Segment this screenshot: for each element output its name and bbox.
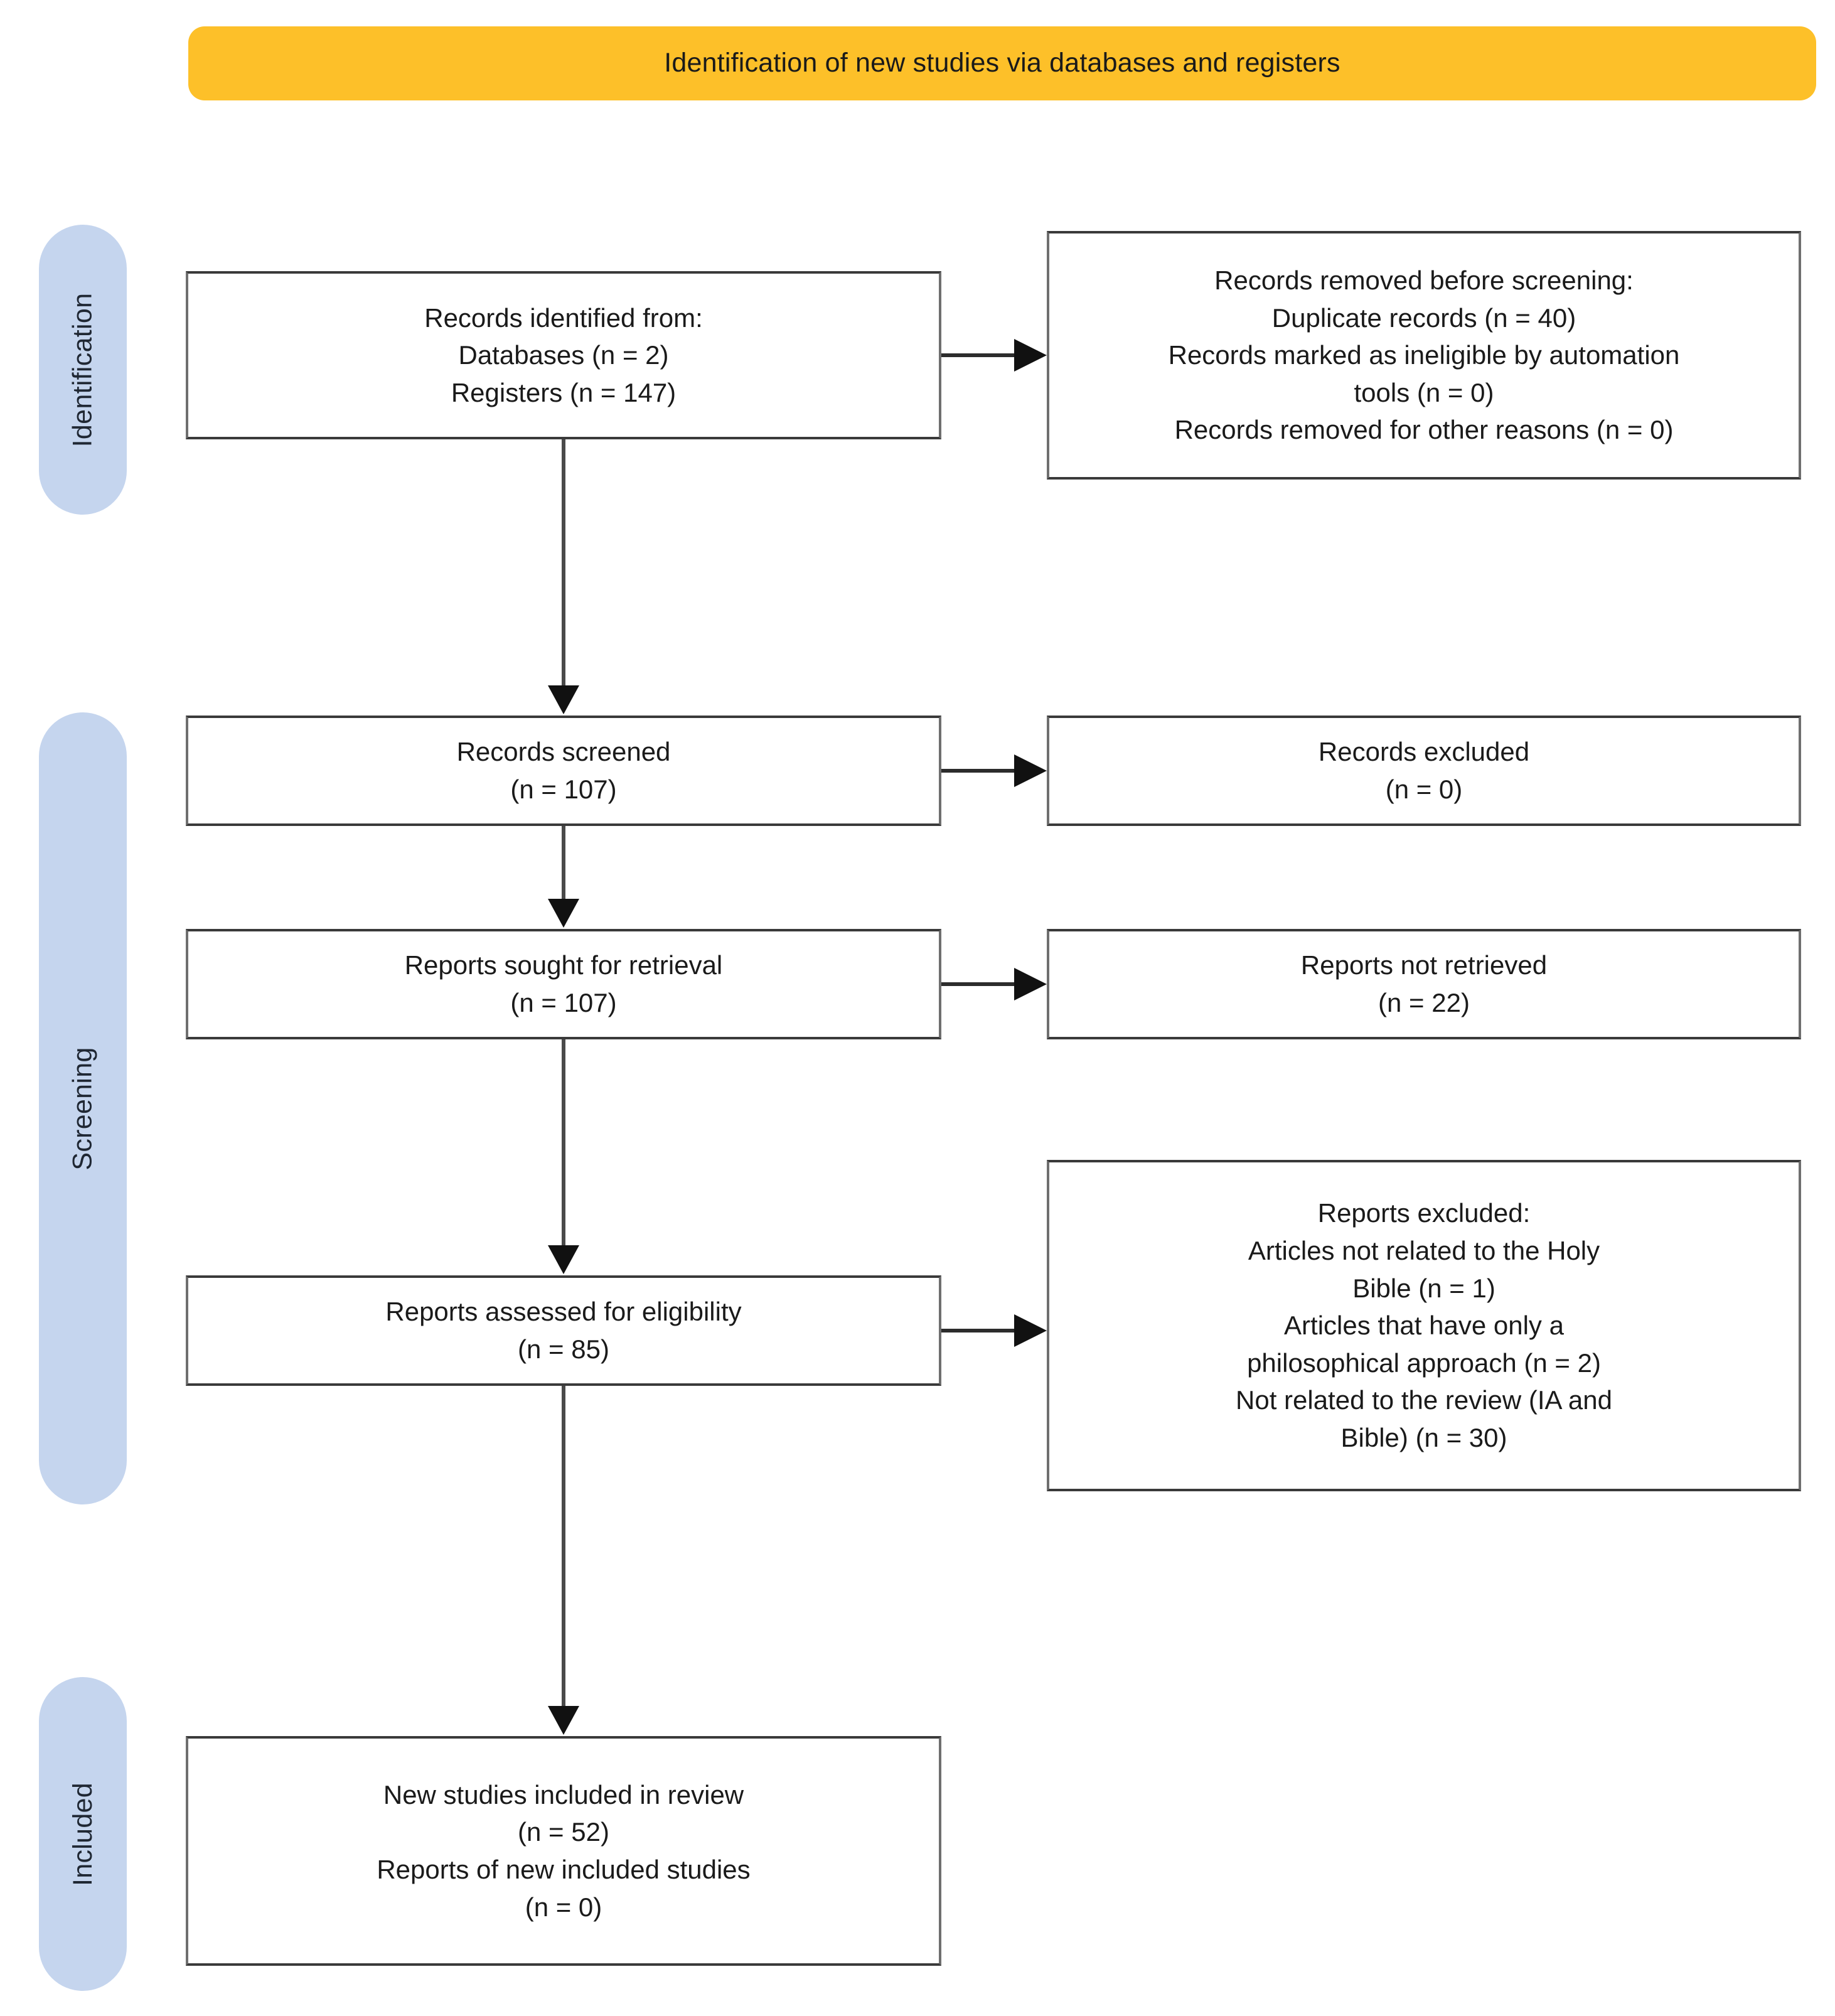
box-line: New studies included in review (383, 1779, 744, 1810)
box-line: Duplicate records (n = 40) (1271, 303, 1576, 333)
box-line: Registers (n = 147) (451, 377, 677, 407)
box-line: Reports of new included studies (377, 1855, 751, 1884)
stage-label-included: Included (67, 1782, 98, 1886)
connector-shaft (941, 769, 1018, 773)
box-records-screened: Records screened (n = 107) (186, 716, 941, 826)
box-reports-sought-for-retrieval: Reports sought for retrieval (n = 107) (186, 929, 941, 1039)
stage-label-screening: Screening (67, 1046, 98, 1171)
box-line: Records identified from: (424, 303, 703, 333)
connector-shaft (562, 439, 565, 688)
box-line: tools (n = 0) (1354, 377, 1494, 407)
connector-screened-to-sought (548, 826, 579, 929)
connector-identified-to-screened (548, 439, 579, 716)
diagram-title: Identification of new studies via databa… (664, 48, 1340, 78)
box-line: Reports sought for retrieval (404, 950, 723, 980)
box-reports-assessed-for-eligibility: Reports assessed for eligibility (n = 85… (186, 1275, 941, 1386)
stage-label-identification: Identification (67, 292, 98, 447)
connector-shaft (562, 1039, 565, 1248)
arrow-head-down-icon (548, 685, 579, 714)
box-records-removed-before-screening: Records removed before screening: Duplic… (1047, 231, 1801, 480)
box-line: Bible (n = 1) (1352, 1273, 1495, 1303)
arrow-head-down-icon (548, 899, 579, 928)
arrow-head-right-icon (1014, 339, 1047, 372)
box-records-identified: Records identified from: Databases (n = … (186, 271, 941, 439)
box-line: (n = 52) (518, 1817, 609, 1847)
box-line: Reports assessed for eligibility (385, 1297, 742, 1327)
box-line: Records excluded (1318, 737, 1530, 767)
arrow-head-down-icon (548, 1245, 579, 1274)
connector-screened-to-excluded (941, 754, 1047, 787)
box-line: Reports not retrieved (1300, 950, 1548, 980)
connector-assessed-to-reports-excluded (941, 1314, 1047, 1347)
box-line: philosophical approach (n = 2) (1247, 1348, 1601, 1378)
box-line: Articles not related to the Holy (1248, 1235, 1600, 1265)
box-records-excluded: Records excluded (n = 0) (1047, 716, 1801, 826)
connector-shaft (941, 1329, 1018, 1332)
connector-sought-to-not-retrieved (941, 968, 1047, 1000)
connector-shaft (562, 1386, 565, 1708)
box-line: (n = 107) (510, 988, 617, 1017)
box-line: (n = 0) (1385, 775, 1463, 804)
box-line: Records removed before screening: (1214, 265, 1634, 295)
box-reports-excluded: Reports excluded: Articles not related t… (1047, 1160, 1801, 1491)
diagram-header-banner: Identification of new studies via databa… (188, 26, 1816, 100)
box-line: Databases (n = 2) (458, 340, 669, 370)
arrow-head-down-icon (548, 1706, 579, 1735)
arrow-head-right-icon (1014, 1314, 1047, 1347)
stage-pill-included: Included (39, 1677, 127, 1991)
box-line: (n = 0) (525, 1892, 602, 1922)
box-line: Bible) (n = 30) (1340, 1423, 1507, 1453)
connector-identified-to-removed (941, 339, 1047, 372)
box-line: (n = 22) (1378, 988, 1470, 1017)
box-line: Records removed for other reasons (n = 0… (1174, 415, 1674, 445)
box-line: (n = 85) (518, 1334, 609, 1364)
stage-pill-screening: Screening (39, 712, 127, 1504)
box-line: Articles that have only a (1284, 1311, 1564, 1341)
box-line: Not related to the review (IA and (1236, 1385, 1612, 1415)
connector-shaft (562, 826, 565, 901)
connector-sought-to-assessed (548, 1039, 579, 1275)
arrow-head-right-icon (1014, 968, 1047, 1000)
box-line: Records screened (456, 737, 671, 767)
box-line: (n = 107) (510, 775, 617, 804)
connector-assessed-to-included (548, 1386, 579, 1736)
connector-shaft (941, 353, 1018, 357)
box-line: Reports excluded: (1317, 1198, 1531, 1228)
box-new-studies-included: New studies included in review (n = 52) … (186, 1736, 941, 1966)
arrow-head-right-icon (1014, 754, 1047, 787)
box-line: Records marked as ineligible by automati… (1168, 340, 1680, 370)
stage-pill-identification: Identification (39, 225, 127, 515)
connector-shaft (941, 982, 1018, 986)
box-reports-not-retrieved: Reports not retrieved (n = 22) (1047, 929, 1801, 1039)
